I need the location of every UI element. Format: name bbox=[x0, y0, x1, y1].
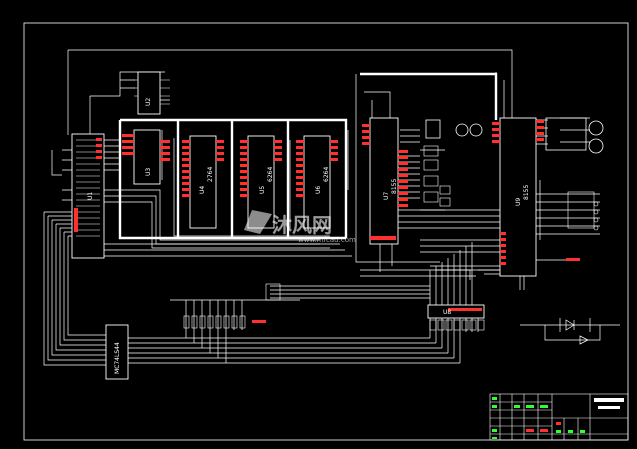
label-u6-part: 6264 bbox=[323, 167, 330, 182]
title-block-title bbox=[594, 398, 624, 402]
label-u1: U1 bbox=[87, 192, 94, 200]
chip-u7 bbox=[362, 117, 408, 245]
watermark-logo bbox=[244, 210, 272, 234]
transistor-pair-2 bbox=[545, 117, 604, 154]
switch-array-u9 bbox=[567, 191, 599, 231]
drawing-frame bbox=[23, 22, 629, 441]
label-u9: U9 bbox=[515, 198, 522, 206]
label-u4-part: 2764 bbox=[207, 167, 214, 182]
title-block-red-marks bbox=[526, 422, 561, 432]
title-block-subtitle bbox=[598, 406, 620, 409]
resistor-array bbox=[183, 315, 246, 329]
label-u2: U2 bbox=[145, 98, 152, 106]
label-u3: U3 bbox=[145, 168, 152, 176]
resistor-tag bbox=[252, 320, 266, 323]
label-u9-part: 8155 bbox=[523, 185, 530, 200]
label-u8: U8 bbox=[443, 309, 451, 316]
led-array-u7 bbox=[423, 145, 451, 207]
connector-block bbox=[265, 283, 281, 301]
label-u4: U4 bbox=[199, 186, 206, 194]
label-u7: U7 bbox=[383, 192, 390, 200]
label-u7-part: 8155 bbox=[391, 179, 398, 194]
chip-driver bbox=[105, 324, 129, 380]
wiring bbox=[43, 49, 620, 366]
label-u5-part: 6264 bbox=[267, 167, 274, 182]
watermark-name: 沐风网 bbox=[272, 213, 332, 237]
watermark-url: www.mfcad.com bbox=[298, 236, 356, 244]
chip-u4 bbox=[182, 135, 224, 229]
chip-u8 bbox=[427, 304, 485, 331]
transistor-pair-1 bbox=[425, 119, 483, 139]
title-block-marks bbox=[492, 397, 585, 439]
red-tag-u9 bbox=[566, 258, 580, 261]
watermark: 沐风网 www.mfcad.com bbox=[244, 210, 356, 244]
chip-u2 bbox=[134, 71, 170, 115]
label-u5: U5 bbox=[259, 186, 266, 194]
chip-u6 bbox=[296, 135, 338, 229]
power-rails bbox=[118, 72, 498, 240]
chip-u9 bbox=[492, 117, 544, 277]
title-block bbox=[489, 393, 629, 441]
chip-u3 bbox=[122, 129, 170, 185]
chip-u1 bbox=[71, 133, 105, 259]
diode-branch bbox=[565, 319, 589, 345]
label-u6: U6 bbox=[315, 186, 322, 194]
label-driver: MC74LS44 bbox=[114, 342, 121, 374]
